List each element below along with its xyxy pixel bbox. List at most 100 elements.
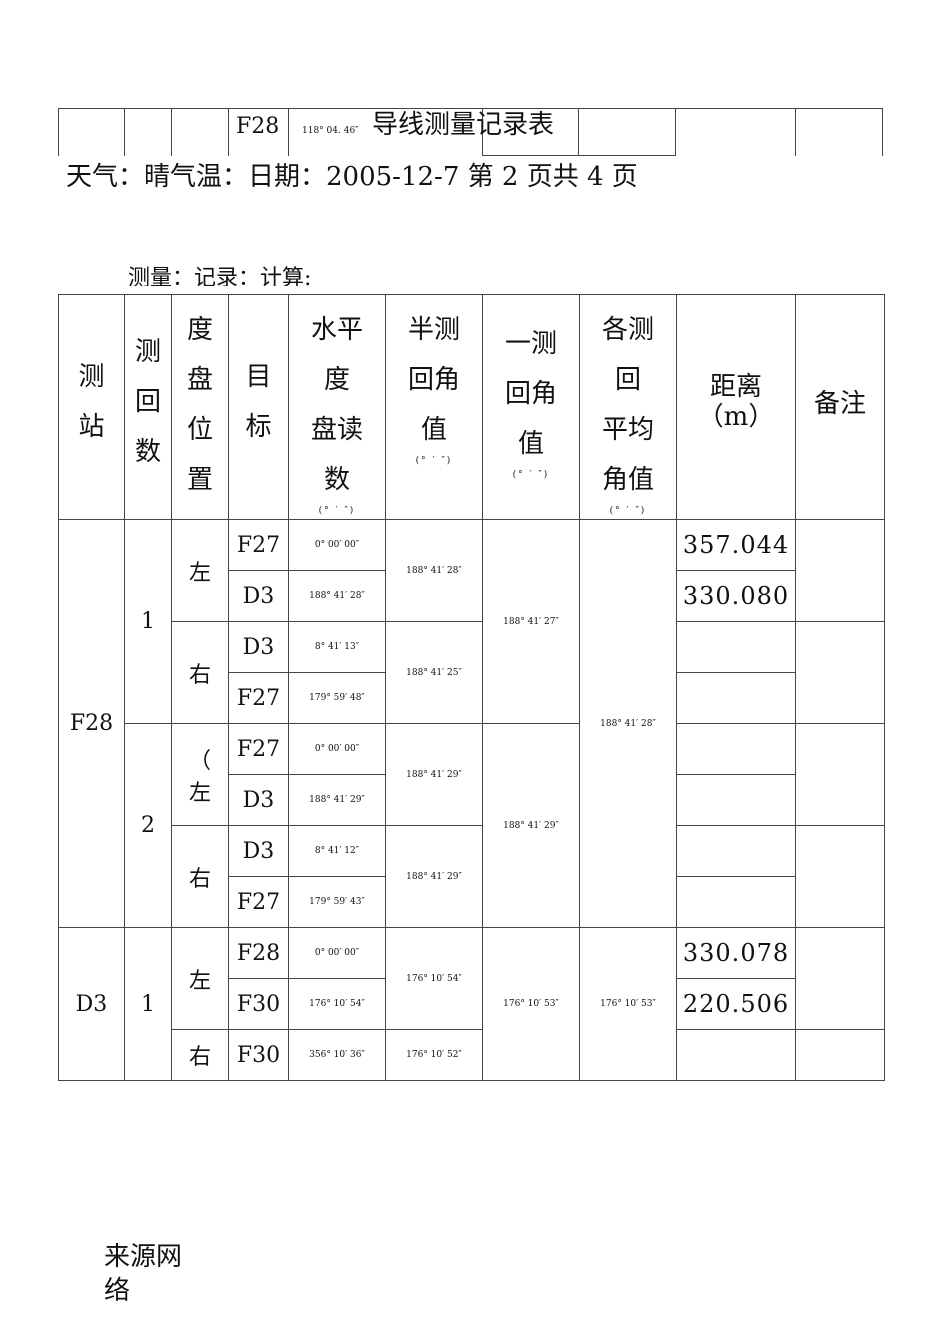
top-fragment-station: F28	[236, 114, 280, 139]
distance-cell	[676, 672, 796, 724]
distance-cell: 330.080	[676, 570, 796, 622]
header-round-line: 回	[134, 387, 161, 417]
header-half-angle-line: 值	[420, 415, 447, 445]
target-cell: D3	[228, 570, 289, 622]
header-station-line: 测	[78, 362, 105, 392]
header-mean-angle-line: 角值	[601, 465, 654, 495]
distance-cell	[676, 825, 796, 877]
header-mean-angle-unit: (° ′ ″)	[609, 506, 647, 516]
header-face-line: 度	[186, 315, 213, 345]
signers-line: 测量：记录：计算:	[128, 266, 312, 286]
reading-cell: 188° 41′ 28″	[288, 570, 386, 622]
header-distance-line: （m）	[697, 402, 775, 432]
header-half-angle-line: 回角	[407, 365, 460, 395]
distance-cell	[676, 774, 796, 826]
source-note: 来源网络	[104, 1242, 183, 1306]
mean-angle-cell: 176° 10′ 53″	[579, 927, 677, 1081]
reading-cell: 176° 10′ 54″	[288, 978, 386, 1030]
half-angle-cell: 176° 10′ 54″	[385, 927, 483, 1030]
face-cell: 左	[171, 927, 229, 1030]
header-round-angle-line: 一测	[504, 329, 557, 359]
remark-cell	[795, 723, 885, 826]
target-cell: D3	[228, 621, 289, 673]
target-cell: F27	[228, 672, 289, 724]
reading-cell: 356° 10′ 36″	[288, 1029, 386, 1081]
distance-cell	[676, 723, 796, 775]
reading-cell: 188° 41′ 29″	[288, 774, 386, 826]
face-cell: 右	[171, 825, 229, 928]
distance-cell	[676, 1029, 796, 1081]
survey-record-table: 测站 测回数 度盘位置 目标 水平度盘读数(° ′ ″) 半测回角值(° ′ ″…	[58, 294, 885, 1081]
header-reading-line: 度	[323, 365, 350, 395]
distance-cell	[676, 621, 796, 673]
distance-cell	[676, 876, 796, 928]
half-angle-cell: 188° 41′ 29″	[385, 825, 483, 928]
target-cell: F30	[228, 1029, 289, 1081]
distance-cell: 330.078	[676, 927, 796, 979]
header-face: 度盘位置	[171, 294, 229, 520]
station-cell: F28	[58, 519, 125, 928]
target-cell: F27	[228, 723, 289, 775]
round-angle-cell: 188° 41′ 29″	[482, 723, 580, 928]
header-round-angle-line: 回角	[504, 379, 557, 409]
round-angle-cell: 188° 41′ 27″	[482, 519, 580, 724]
header-round-angle: 一测回角值(° ′ ″)	[482, 294, 580, 520]
distance-cell: 220.506	[676, 978, 796, 1030]
half-angle-cell: 188° 41′ 29″	[385, 723, 483, 826]
target-cell: F30	[228, 978, 289, 1030]
header-half-angle-unit: (° ′ ″)	[415, 456, 453, 466]
round-angle-cell: 176° 10′ 53″	[482, 927, 580, 1081]
header-target-line: 标	[245, 412, 272, 442]
header-distance: 距离（m）	[676, 294, 796, 520]
header-reading-unit: (° ′ ″)	[318, 506, 356, 516]
header-station: 测站	[58, 294, 125, 520]
header-reading-line: 水平	[310, 315, 363, 345]
header-round-line: 数	[134, 437, 161, 467]
face-cell: 右	[171, 621, 229, 724]
remark-cell	[795, 621, 885, 724]
header-reading: 水平度盘读数 (° ′ ″)	[288, 294, 386, 520]
header-mean-angle-line: 回	[614, 365, 641, 395]
header-round: 测回数	[124, 294, 172, 520]
target-cell: D3	[228, 774, 289, 826]
half-angle-cell: 188° 41′ 25″	[385, 621, 483, 724]
reading-cell: 8° 41′ 12″	[288, 825, 386, 877]
header-half-angle: 半测回角值(° ′ ″)	[385, 294, 483, 520]
top-fragment-angle: 118° 04. 46″	[302, 126, 359, 136]
half-angle-cell: 176° 10′ 52″	[385, 1029, 483, 1081]
page-title: 导线测量记录表	[372, 110, 555, 140]
top-fragment-row	[58, 108, 883, 156]
round-cell: 1	[124, 519, 172, 724]
header-face-line: 盘	[186, 365, 213, 395]
reading-cell: 0° 00′ 00″	[288, 927, 386, 979]
header-reading-line: 盘读	[310, 415, 363, 445]
target-cell: F27	[228, 876, 289, 928]
distance-cell: 357.044	[676, 519, 796, 571]
header-face-line: 位	[186, 415, 213, 445]
reading-cell: 179° 59′ 48″	[288, 672, 386, 724]
round-cell: 2	[124, 723, 172, 928]
remark-cell	[795, 927, 885, 1030]
reading-cell: 179° 59′ 43″	[288, 876, 386, 928]
face-cell: 右	[171, 1029, 229, 1081]
header-distance-line: 距离	[709, 372, 762, 402]
header-target: 目标	[228, 294, 289, 520]
header-reading-line: 数	[323, 465, 350, 495]
remark-cell	[795, 825, 885, 928]
header-round-line: 测	[134, 337, 161, 367]
header-face-line: 置	[186, 465, 213, 495]
half-angle-cell: 188° 41′ 28″	[385, 519, 483, 622]
header-round-angle-unit: (° ′ ″)	[512, 470, 550, 480]
remark-cell	[795, 519, 885, 622]
